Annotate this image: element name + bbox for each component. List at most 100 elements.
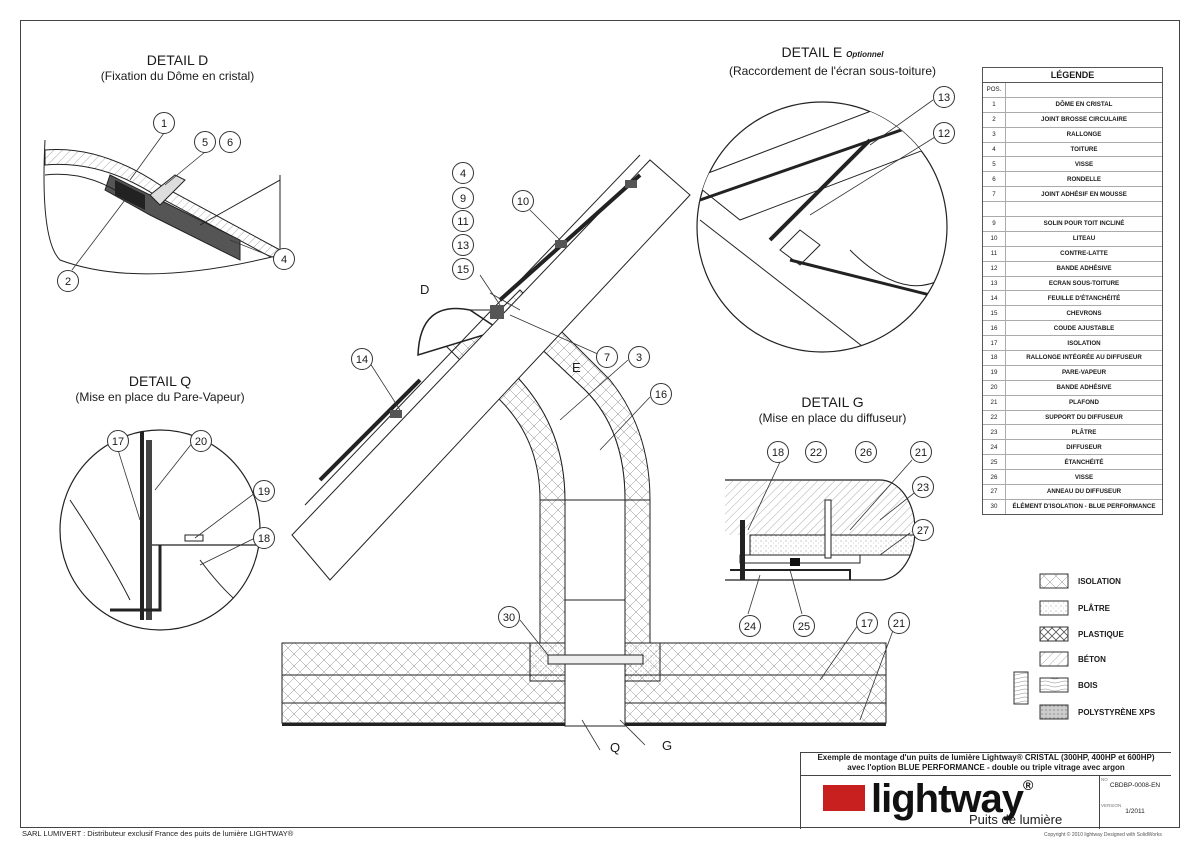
legend-label: SUPPORT DU DIFFUSEUR <box>1045 414 1123 422</box>
legend-row: 22 SUPPORT DU DIFFUSEUR <box>983 410 1162 426</box>
legend-header-row: POS. <box>983 83 1162 98</box>
legend-label: VISSE <box>1074 473 1094 481</box>
callout-main-3: 3 <box>628 346 650 368</box>
letter-d: D <box>420 282 430 297</box>
legend-label: PLÂTRE <box>1071 428 1097 436</box>
legend-pos: 10 <box>983 231 1006 246</box>
callout-g-18: 18 <box>767 441 789 463</box>
material-platre: PLÂTRE <box>1078 604 1110 613</box>
legend-pos: 18 <box>983 351 1006 365</box>
legend-row: 24 DIFFUSEUR <box>983 440 1162 456</box>
legend-pos: 30 <box>983 499 1006 514</box>
legend-row: 23 PLÂTRE <box>983 425 1162 441</box>
legend-row: 2 JOINT BROSSE CIRCULAIRE <box>983 112 1162 128</box>
legend-pos: 16 <box>983 321 1006 336</box>
letter-q: Q <box>610 740 621 755</box>
callout-main-17: 17 <box>856 612 878 634</box>
callout-d-2: 2 <box>57 270 79 292</box>
detail-g-drawing <box>725 479 916 581</box>
legend-label: COUDE AJUSTABLE <box>1053 324 1115 332</box>
legend-label: RONDELLE <box>1066 175 1102 183</box>
detail-e-drawing <box>696 101 948 353</box>
callout-main-7: 7 <box>596 346 618 368</box>
drawing-version: VERSION 1/2011 <box>1101 803 1145 815</box>
legend-row: 26 VISSE <box>983 470 1162 486</box>
legend-label: SOLIN POUR TOIT INCLINÉ <box>1043 220 1125 228</box>
callout-q-17: 17 <box>107 430 129 452</box>
callout-main-14: 14 <box>351 348 373 370</box>
legend-row: 6 RONDELLE <box>983 172 1162 188</box>
detail-d-drawing <box>43 139 281 275</box>
legend-row: 16 COUDE AJUSTABLE <box>983 321 1162 337</box>
legend-pos: 2 <box>983 112 1006 127</box>
callout-e-12: 12 <box>933 122 955 144</box>
legend-pos: 24 <box>983 440 1006 455</box>
callout-main-9: 9 <box>452 187 474 209</box>
legend-label: ANNEAU DU DIFFUSEUR <box>1046 488 1122 496</box>
callout-q-20: 20 <box>190 430 212 452</box>
detail-q-drawing <box>59 429 261 631</box>
brand-logo: lightway® Puits de lumière <box>801 775 1100 829</box>
legend-pos: 25 <box>983 455 1006 470</box>
legend-label: VISSE <box>1074 160 1094 168</box>
brand-tagline: Puits de lumière <box>969 812 1063 827</box>
legend-pos: 4 <box>983 142 1006 157</box>
main-section-drawing <box>281 154 887 727</box>
legend-pos: 11 <box>983 246 1006 261</box>
legend-pos: 19 <box>983 365 1006 380</box>
legend-pos: 21 <box>983 395 1006 410</box>
legend-label: JOINT ADHÉSIF EN MOUSSE <box>1041 190 1127 198</box>
callout-g-25: 25 <box>793 615 815 637</box>
legend-label: JOINT BROSSE CIRCULAIRE <box>1041 116 1127 124</box>
callout-main-21: 21 <box>888 612 910 634</box>
legend-pos: 23 <box>983 425 1006 440</box>
legend-pos: 6 <box>983 172 1006 187</box>
copyright-note: Copyright © 2010 lightway Designed with … <box>1044 832 1162 838</box>
legend-label: DIFFUSEUR <box>1066 443 1102 451</box>
callout-main-4: 4 <box>452 162 474 184</box>
legend-pos: 13 <box>983 276 1006 291</box>
callout-main-10: 10 <box>512 190 534 212</box>
callout-d-6: 6 <box>219 131 241 153</box>
legend-row <box>983 202 1162 218</box>
callout-main-16: 16 <box>650 383 672 405</box>
brand-name: lightway <box>871 777 1024 821</box>
legend-label: ISOLATION <box>1067 339 1101 347</box>
legend-label: PARE-VAPEUR <box>1061 369 1107 377</box>
legend-pos: 15 <box>983 306 1006 321</box>
material-isolation: ISOLATION <box>1078 577 1121 586</box>
material-polystyrene: POLYSTYRÈNE XPS <box>1078 708 1156 717</box>
detail-g-title: DETAIL G (Mise en place du diffuseur) <box>758 394 907 425</box>
callout-main-15: 15 <box>452 258 474 280</box>
legend-label: RALLONGE <box>1066 131 1102 139</box>
legend-pos: 22 <box>983 410 1006 425</box>
letter-g: G <box>662 738 673 753</box>
callout-g-23: 23 <box>912 476 934 498</box>
legend-pos: 1 <box>983 97 1006 112</box>
material-plastique: PLASTIQUE <box>1078 630 1124 639</box>
legend-pos: 14 <box>983 291 1006 306</box>
callout-main-13: 13 <box>452 234 474 256</box>
letter-e: E <box>572 360 581 375</box>
detail-e-title: DETAIL E Optionnel (Raccordement de l'éc… <box>728 44 937 78</box>
legend-pos: 9 <box>983 217 1006 231</box>
legend-pos-header: POS. <box>983 83 1006 97</box>
legend-label: BANDE ADHÉSIVE <box>1056 265 1112 273</box>
material-bois: BOIS <box>1078 681 1098 690</box>
legend-label: CONTRE-LATTE <box>1060 250 1108 258</box>
legend-pos: 26 <box>983 470 1006 485</box>
drawing-number: NO CBDBP-0008-EN <box>1101 777 1161 789</box>
